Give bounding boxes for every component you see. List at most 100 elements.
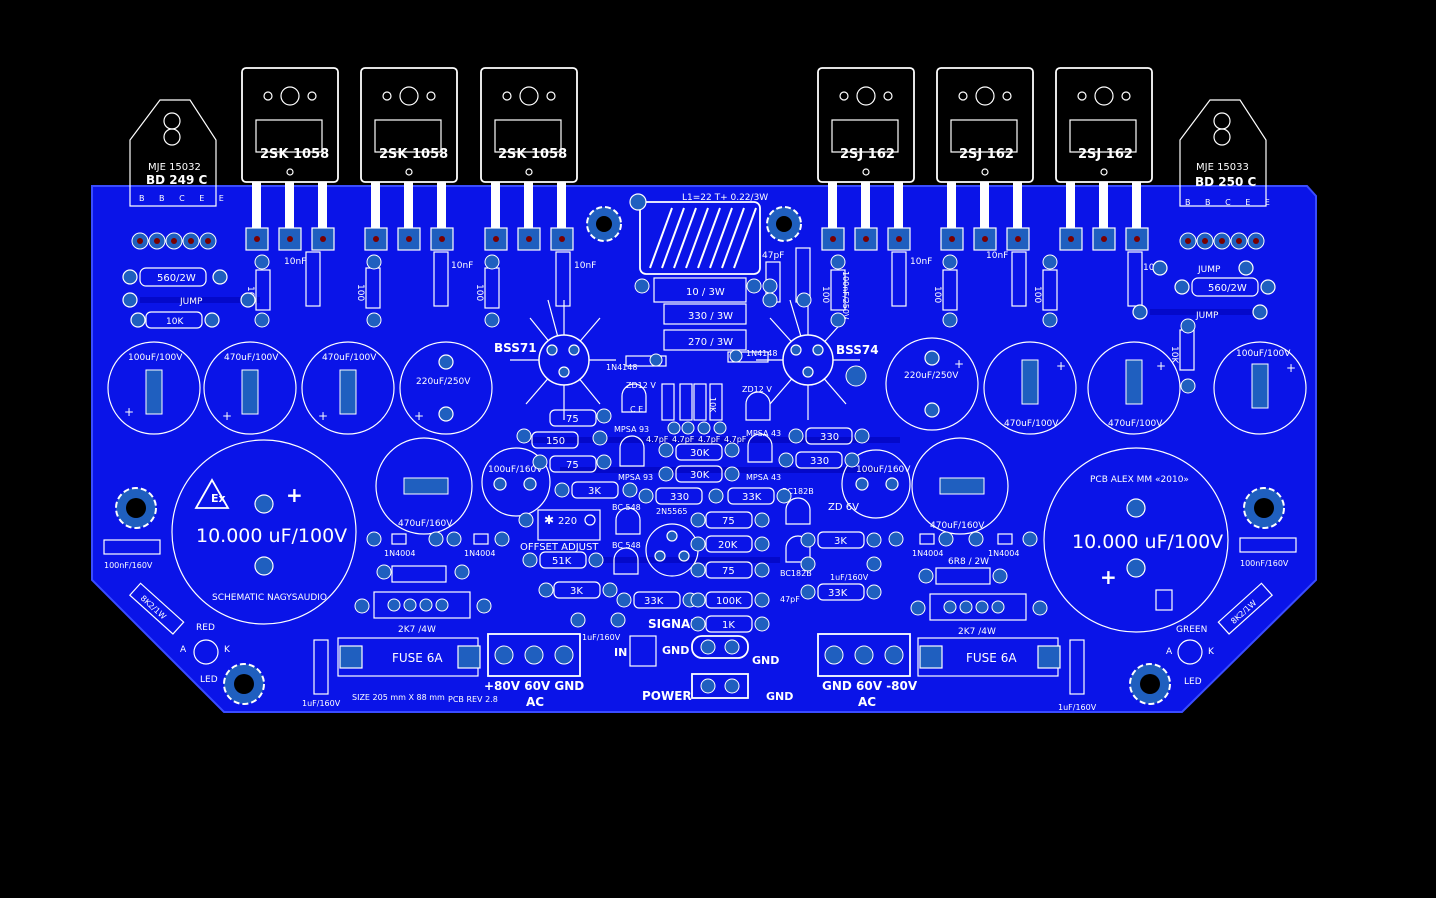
mosfet-2sk1058-1: 2SK 1058 [241, 67, 339, 183]
2sk1058-label-2: 2SK 1058 [379, 147, 448, 162]
left-top-resistors: 560/2W JUMP 10K [122, 267, 256, 329]
led-green-a: A [1166, 647, 1173, 657]
c47pf-mid: 47pF [780, 595, 800, 604]
central-resistors: 75 150 75 3K 51K 3K 33K 30K 30K 330 33K … [531, 409, 865, 633]
mosfet-2sj162-2: 2SJ 162 [936, 67, 1034, 183]
d1n4148-r: 1N4148 [746, 349, 777, 358]
electrolytic-row: 100uF/100V+ 470uF/100V+ 470uF/100V+ 220u… [107, 337, 1307, 435]
mje15033-pins: B B C E E [1185, 198, 1276, 207]
cap-470uf-l1: 470uF/100V [224, 353, 279, 363]
led-red-label: RED [196, 623, 215, 633]
d1n4148-l: 1N4148 [606, 363, 637, 372]
gnd-2: GND [752, 654, 779, 667]
gnd-power: GND [766, 690, 793, 703]
ce-1: C E [630, 405, 643, 414]
d1n4004-3: 1N4004 [912, 549, 943, 558]
r100-2: 100 [355, 284, 365, 301]
r2k7-r: 2K7 /4W [958, 627, 996, 637]
mounting-holes [115, 206, 1285, 705]
svg-text:+: + [222, 409, 232, 423]
to220-pads [131, 232, 1265, 250]
big-cap-right: PCB ALEX MM «2010» 10.000 uF/100V + [1043, 447, 1229, 633]
bd249c-label: BD 249 C [146, 173, 208, 187]
led-red-led: LED [200, 675, 218, 685]
c1uf-br: 1uF/160V [1058, 703, 1097, 712]
misc-pads [254, 254, 1196, 632]
r330-3: 330 [810, 456, 829, 467]
signal-label: SIGNAL [648, 617, 698, 631]
r150: 150 [546, 436, 565, 447]
c1uf-bl: 1uF/160V [302, 699, 341, 708]
mosfet-2sk1058-3: 2SK 1058 [480, 67, 578, 183]
mpsa43-2: MPSA 43 [746, 473, 781, 482]
fuse-right: FUSE 6A [917, 637, 1061, 677]
inductor-label: L1=22 T+ 0.22/3W [682, 193, 768, 203]
gnd-signal: GND [662, 644, 689, 657]
c4-7pf-2: 4.7pF [672, 435, 695, 444]
big-cap-right-label: 10.000 uF/100V [1072, 531, 1223, 553]
r10k-vertical: 10K [1169, 346, 1179, 364]
r100-5: 100 [932, 286, 942, 303]
d1n4004-1: 1N4004 [384, 549, 415, 558]
cap-100uf-r: 100uF/100V [1236, 349, 1291, 359]
cap-220uf-l: 220uF/250V [416, 377, 471, 387]
led-red-k: K [224, 645, 231, 655]
schematic-label: SCHEMATIC NAGYSAUDIO [212, 593, 327, 603]
c100nf-250: 100nF/250V [841, 271, 850, 320]
jump-right-2: JUMP [1195, 311, 1219, 321]
c47pf-top: 47pF [762, 251, 784, 261]
r3k-1: 3K [588, 486, 601, 497]
svg-text:+: + [124, 405, 134, 419]
d1n4004-2: 1N4004 [464, 549, 495, 558]
cap-220uf-r: 220uF/250V [904, 371, 959, 381]
mpsa43-1: MPSA 43 [746, 429, 781, 438]
r33k-2: 33K [742, 492, 762, 503]
c10nf-5: 10nF [986, 251, 1008, 261]
r560-left: 560/2W [157, 273, 196, 284]
r3k-2: 3K [570, 586, 583, 597]
c100nf160-l: 100nF/160V [104, 561, 153, 570]
r330-1: 330 [670, 492, 689, 503]
mosfet-2sj162-3: 2SJ 162 [1055, 67, 1153, 183]
mid-caps: 470uF/160V 100uF/160V 100uF/160V 470uF/1… [375, 437, 1009, 535]
cap-470uf160-l: 470uF/160V [398, 519, 453, 529]
zd6: ZD 6V [828, 502, 859, 513]
r33k-3: 33K [828, 588, 848, 599]
diodes-1n4004: 1N4004 1N4004 1N4004 1N4004 [366, 531, 1038, 558]
jfet-2n5565: 2N5565 [656, 507, 687, 516]
jump-right-1: JUMP [1197, 265, 1221, 275]
mje15032-label: MJE 15032 [148, 162, 201, 173]
terminal-power-left: +80V 60V GND AC [484, 633, 584, 709]
offset-adjust: ✱ 220 OFFSET ADJUST [520, 509, 601, 553]
in-label: IN [614, 646, 627, 659]
c10nf-4: 10nF [910, 257, 932, 267]
c10nf-1: 10nF [284, 257, 306, 267]
terminal-right-label: GND 60V -80V [822, 679, 918, 693]
big-cap-left: Ex + 10.000 uF/100V SCHEMATIC NAGYSAUDIO [171, 439, 357, 625]
r75-2: 75 [566, 460, 579, 471]
svg-text:✱: ✱ [544, 513, 554, 527]
big-cap-left-label: 10.000 uF/100V [196, 525, 347, 547]
2sj162-label-3: 2SJ 162 [1078, 147, 1133, 162]
power-resistors: 10 / 3W 330 / 3W 270 / 3W [653, 277, 747, 351]
mosfet-2sj162-1: 2SJ 162 [817, 67, 915, 183]
bss74: BSS74 [756, 299, 879, 420]
r3k-3: 3K [834, 536, 847, 547]
svg-text:+: + [1056, 359, 1066, 373]
r270-3w: 270 / 3W [688, 337, 733, 348]
fuse-right-label: FUSE 6A [966, 651, 1017, 665]
terminal-power-right: GND 60V -80V AC [817, 633, 918, 709]
offset-adjust-label: OFFSET ADJUST [520, 542, 599, 553]
svg-text:+: + [318, 409, 328, 423]
bc182b-1: BC182B [782, 487, 814, 496]
bc182b-2: BC182B [780, 569, 812, 578]
inductor-l1: L1=22 T+ 0.22/3W [629, 193, 768, 275]
bss71: BSS71 [494, 299, 616, 420]
svg-text:+: + [1100, 565, 1117, 589]
r100k: 100K [716, 596, 742, 607]
r100-6: 100 [1032, 286, 1042, 303]
d1n4004-4: 1N4004 [988, 549, 1019, 558]
led-green-k: K [1208, 647, 1215, 657]
r100-4: 100 [820, 286, 830, 303]
